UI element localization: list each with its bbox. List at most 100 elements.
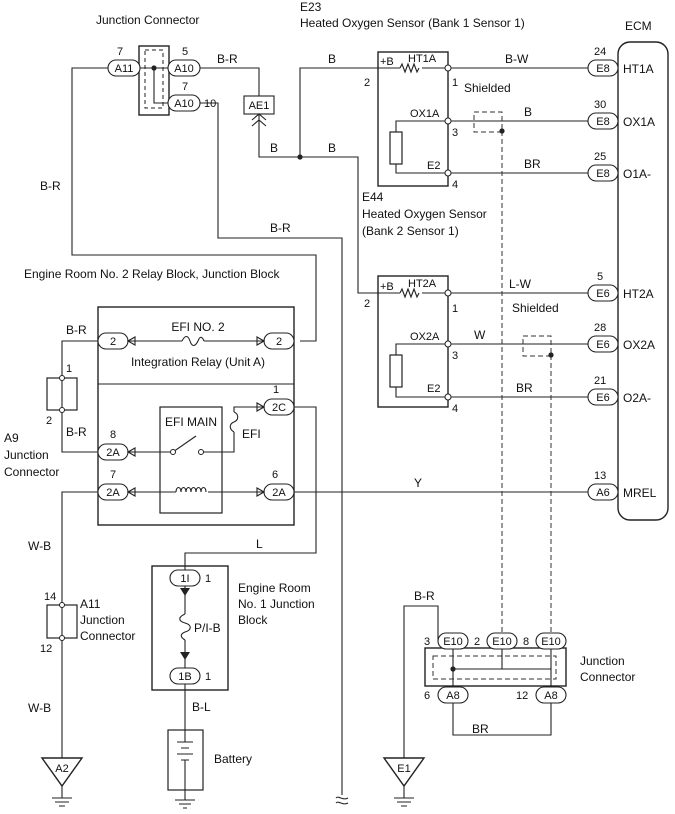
pin-ecm-25: 25 bbox=[594, 151, 606, 163]
wire-a9-top bbox=[61, 340, 98, 378]
a8-pin12-label: A8 bbox=[544, 690, 557, 702]
pin-a10-10: 10 bbox=[204, 98, 216, 110]
ecm-e6-2-label: E6 bbox=[596, 339, 609, 351]
wc-b-3: B bbox=[328, 141, 336, 155]
wire-color-labels: B-R B-R B-R B-R B-R B-R B B B B B-W BR L… bbox=[28, 52, 541, 736]
ecm-conn-e8-3 bbox=[587, 164, 619, 182]
e44-pin1 bbox=[444, 289, 452, 297]
shield-dot-2 bbox=[548, 352, 554, 358]
ecm-e8-1-label: E8 bbox=[596, 63, 609, 75]
ground-a2: A2 bbox=[40, 757, 84, 807]
pin-a9-1: 1 bbox=[66, 363, 72, 375]
pin-ecm-13: 13 bbox=[594, 470, 606, 482]
ecm-conn-a6 bbox=[587, 483, 619, 501]
ecm-term-o1a: O1A- bbox=[623, 167, 651, 181]
wc-b-1: B bbox=[328, 52, 336, 66]
jc-top-inner bbox=[144, 49, 164, 109]
a9-pin2 bbox=[59, 407, 65, 413]
efi-fuse bbox=[229, 406, 264, 433]
efi-no2-fuse bbox=[181, 335, 205, 347]
a11-label: A11 bbox=[115, 63, 134, 75]
label-shielded-1: Shielded bbox=[464, 81, 511, 95]
wc-b-2: B bbox=[270, 141, 278, 155]
sensor-e44: +B HT2A OX2A E2 bbox=[377, 275, 452, 408]
e10-pin3-label: E10 bbox=[443, 636, 463, 648]
efi-label: EFI bbox=[242, 427, 261, 441]
pib-label: P/I-B bbox=[194, 621, 221, 635]
e23-pin1 bbox=[444, 64, 452, 72]
battery bbox=[167, 729, 204, 809]
wire-e1 bbox=[403, 605, 439, 758]
shield-e44 bbox=[522, 335, 552, 357]
wc-br-2: B-R bbox=[40, 179, 61, 193]
relay-arrows bbox=[126, 402, 266, 497]
e1-ground-symbol bbox=[394, 786, 414, 807]
connector-a10-lower bbox=[167, 94, 201, 112]
wc-br-bottom: BR bbox=[472, 722, 489, 736]
labels: Junction Connector E23 Heated Oxygen Sen… bbox=[4, 0, 652, 766]
rb-2a-6-label: 2A bbox=[272, 487, 286, 499]
relay-block: 2 2 2A 2A 2A 2C EFI NO. 2 Integration Re… bbox=[97, 306, 295, 526]
e1-triangle bbox=[382, 757, 426, 788]
wire-a9-bottom bbox=[61, 410, 98, 453]
shield-dot-1 bbox=[499, 128, 505, 134]
efi-main-label: EFI MAIN bbox=[165, 415, 217, 429]
e10-pin8-label: E10 bbox=[541, 636, 561, 648]
e23-e2: E2 bbox=[427, 160, 440, 172]
wc-br-1: B-R bbox=[217, 52, 238, 66]
e44-e2: E2 bbox=[427, 383, 440, 395]
rb-2c-label: 2C bbox=[272, 402, 286, 414]
efi-no2-label: EFI NO. 2 bbox=[171, 320, 225, 334]
ecm-term-ht2a: HT2A bbox=[623, 287, 654, 301]
e23-ox1a: OX1A bbox=[410, 108, 440, 120]
label-jb1-3: Block bbox=[238, 613, 268, 627]
wc-bl: B-L bbox=[192, 700, 211, 714]
e44-plus-b: +B bbox=[380, 281, 394, 293]
e1-label: E1 bbox=[397, 763, 410, 775]
pin-2a-7: 7 bbox=[110, 469, 116, 481]
pin-a11-14: 14 bbox=[44, 591, 56, 603]
label-jb1-1: Engine Room bbox=[238, 581, 311, 595]
pin-a8-12: 12 bbox=[516, 690, 528, 702]
wc-l: L bbox=[256, 537, 263, 551]
ecm-term-o2a: O2A- bbox=[623, 391, 651, 405]
a2-triangle bbox=[40, 757, 84, 788]
efi-main-relay bbox=[159, 406, 223, 514]
wire-a11-br bbox=[71, 67, 317, 342]
efi-no2-arrows bbox=[126, 336, 266, 346]
jc-top-dot bbox=[151, 65, 157, 71]
label-a11: A11 bbox=[80, 597, 101, 611]
battery-ground bbox=[175, 799, 195, 809]
jb1-1i-label: 1I bbox=[180, 573, 189, 585]
connector-a10-top bbox=[167, 59, 201, 77]
wire-2c-l bbox=[184, 406, 317, 570]
efi-main-contact-2 bbox=[198, 449, 204, 455]
label-jc-bottom-1: Junction bbox=[580, 654, 625, 668]
efi-main-switch bbox=[128, 432, 235, 453]
pin-ecm-5: 5 bbox=[597, 271, 603, 283]
ecm-e8-3-label: E8 bbox=[596, 168, 609, 180]
label-ecm: ECM bbox=[625, 19, 652, 33]
efi-main-contact-1 bbox=[170, 449, 176, 455]
pin-1i-1: 1 bbox=[205, 573, 211, 585]
shield-e23 bbox=[473, 111, 503, 133]
a8-pin6-label: A8 bbox=[446, 690, 459, 702]
jc-bottom-body bbox=[424, 647, 567, 687]
pin-a11-7: 7 bbox=[117, 46, 123, 58]
pin-e23-2: 2 bbox=[364, 77, 370, 89]
label-jc-bottom-2: Connector bbox=[580, 670, 635, 684]
a9-pin1 bbox=[59, 375, 65, 381]
relay-block-body bbox=[97, 306, 295, 526]
pin-ecm-24: 24 bbox=[594, 46, 606, 58]
pin-e23-1: 1 bbox=[452, 77, 458, 89]
label-e23: E23 bbox=[300, 0, 322, 14]
label-a9-name-2: Connector bbox=[4, 465, 59, 479]
pin-e44-4: 4 bbox=[452, 403, 458, 415]
wire-b-e44 bbox=[300, 156, 378, 294]
e44-ht2a: HT2A bbox=[408, 278, 437, 290]
pin-2a-8: 8 bbox=[110, 429, 116, 441]
ecm-conn-e6-2 bbox=[587, 335, 619, 353]
battery-cells bbox=[177, 730, 193, 790]
wc-br-e44: BR bbox=[516, 381, 533, 395]
